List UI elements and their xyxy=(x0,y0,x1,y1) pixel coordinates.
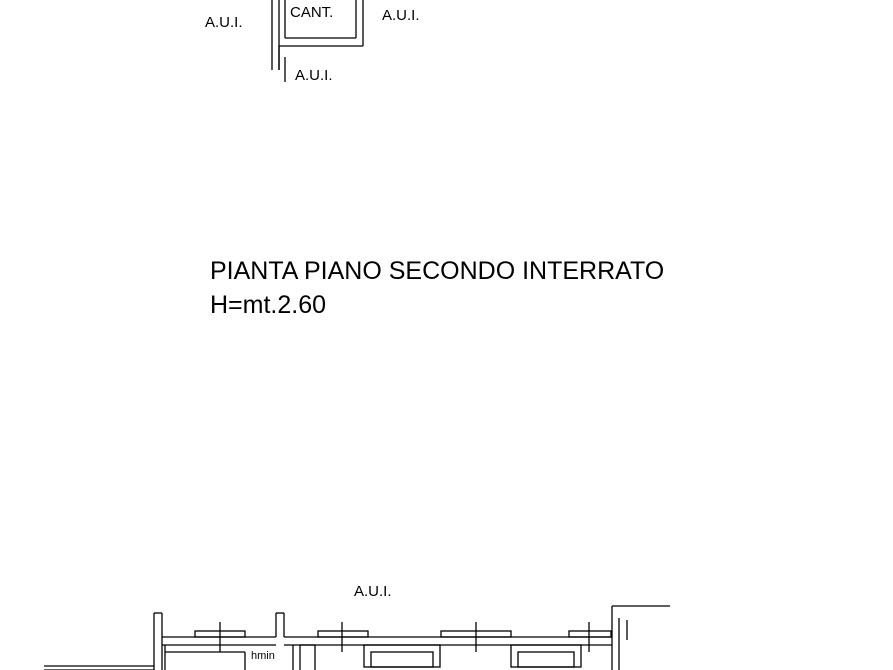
label-cantina: CANT. xyxy=(290,4,333,21)
plan-title: PIANTA PIANO SECONDO INTERRATO xyxy=(210,257,664,285)
label-hmin: hmin xyxy=(251,650,275,662)
window-openings xyxy=(194,622,612,652)
lower-plan-walls xyxy=(44,605,670,670)
label-aui-top-bottom: A.U.I. xyxy=(295,67,333,84)
label-aui-top-right: A.U.I. xyxy=(382,7,420,24)
cellar-units xyxy=(363,644,582,668)
plan-height-note: H=mt.2.60 xyxy=(210,291,326,319)
label-aui-top-left: A.U.I. xyxy=(205,14,243,31)
label-aui-lower: A.U.I. xyxy=(354,583,392,600)
cellar-fragment xyxy=(271,0,364,82)
